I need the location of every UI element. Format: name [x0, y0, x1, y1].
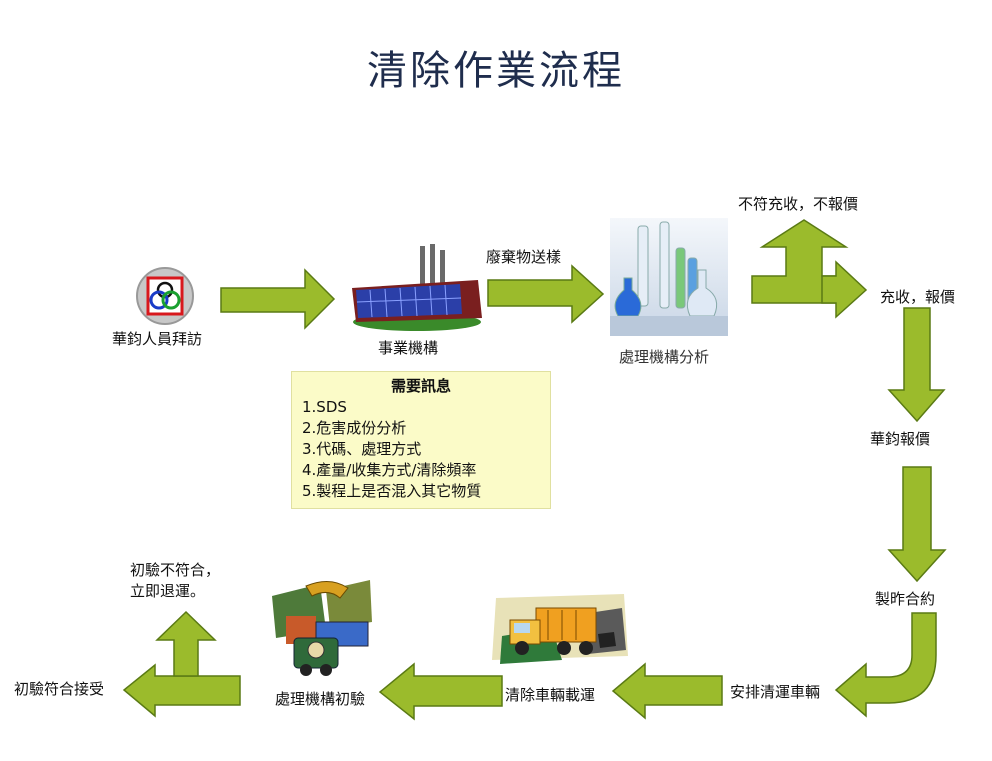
arrow-to-inspect	[378, 662, 503, 721]
step-reject-line1: 初驗不符合，	[130, 561, 221, 579]
arrow-to-contract	[887, 466, 947, 583]
step-quote-label: 華鈞報價	[870, 430, 931, 448]
arrow-enterprise-to-analysis	[487, 264, 605, 324]
arrow-fork-right	[821, 260, 868, 319]
factory-icon	[352, 244, 482, 331]
required-info-item: 3.代碼、處理方式	[302, 440, 422, 458]
company-logo-icon	[136, 267, 194, 325]
arrow-to-load	[611, 662, 723, 720]
step-enterprise-label: 事業機構	[378, 339, 439, 357]
step-accepted-label: 充收，報價	[880, 288, 956, 306]
step-inspect-label: 處理機構初驗	[275, 690, 366, 708]
recycling-machinery-icon	[272, 580, 372, 676]
step-contract-label: 製昨合約	[873, 588, 938, 609]
step-analysis-label: 處理機構分析	[619, 348, 710, 366]
required-info-item: 4.產量/收集方式/清除頻率	[302, 461, 477, 479]
page-title: 清除作業流程	[367, 48, 625, 94]
required-info-item: 5.製程上是否混入其它物質	[302, 482, 482, 500]
garbage-truck-icon	[492, 594, 628, 664]
arrow-to-reject	[155, 610, 217, 677]
required-info-item: 1.SDS	[302, 398, 347, 416]
arrow-visit-to-enterprise	[220, 268, 336, 330]
required-info-item: 2.危害成份分析	[302, 419, 407, 437]
step-load-label: 清除車輛載運	[503, 684, 598, 705]
step-sample-label: 廢棄物送樣	[486, 248, 562, 266]
step-arrange-label: 安排清運車輛	[728, 681, 823, 702]
required-info-title: 需要訊息	[390, 377, 451, 395]
required-info-box: 需要訊息 1.SDS 2.危害成份分析 3.代碼、處理方式 4.產量/收集方式/…	[291, 371, 551, 509]
arrow-to-quote	[887, 307, 946, 423]
arrow-to-accept	[122, 663, 241, 718]
step-not-accepted-label: 不符充收，不報價	[738, 195, 859, 213]
step-reject-line2: 立即退運。	[130, 582, 206, 600]
step-reject-label: 初驗不符合， 立即退運。	[130, 560, 220, 602]
arrow-curve-to-arrange	[834, 612, 937, 718]
lab-glassware-icon	[610, 218, 728, 336]
step-accept-label: 初驗符合接受	[12, 678, 107, 699]
step-visit-label: 華鈞人員拜訪	[112, 330, 203, 348]
